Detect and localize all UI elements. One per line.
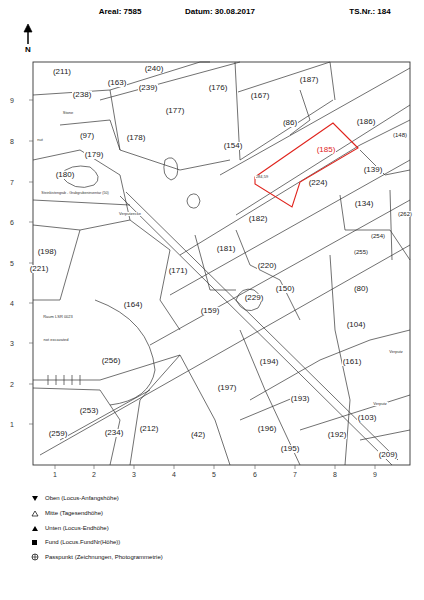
locus-number: (194)	[259, 358, 280, 366]
grid-number: 6	[253, 471, 257, 478]
grid-number: 8	[10, 138, 14, 145]
grid-number: 7	[10, 179, 14, 186]
grid-number: 5	[212, 471, 216, 478]
note: Verputzecke	[118, 212, 142, 216]
grid-number: 3	[132, 471, 136, 478]
locus-number: (176)	[208, 84, 229, 92]
locus-number: (134)	[354, 200, 375, 208]
grid-number: 9	[373, 471, 377, 478]
locus-number: (255)	[353, 249, 369, 255]
locus-number: (86)	[282, 119, 298, 127]
locus-number: (181)	[216, 245, 237, 253]
locus-number: (97)	[79, 132, 95, 140]
locus-number: (229)	[244, 294, 265, 302]
locus-number: (177)	[165, 107, 186, 115]
locus-number: (104)	[346, 321, 367, 329]
grid-number: 4	[10, 300, 14, 307]
locus-number: (192)	[327, 431, 348, 439]
note: Steinkistengrab - Grabgrubeninventar (50…	[40, 192, 109, 196]
locus-number: (148)	[392, 132, 408, 138]
locus-number: (42)	[190, 431, 206, 439]
locus-number: (161)	[342, 358, 363, 366]
grid-number: 9	[10, 97, 14, 104]
locus-number: (238)	[72, 91, 93, 99]
locus-number: (103)	[357, 414, 378, 422]
locus-number: (185)	[316, 146, 337, 154]
locus-number: (220)	[257, 262, 278, 270]
locus-number: (221)	[29, 265, 50, 273]
locus-number: (254)	[370, 233, 386, 239]
locus-number: (211)	[52, 68, 72, 76]
grid-number: 4	[172, 471, 176, 478]
grid-number: 1	[53, 471, 57, 478]
locus-number: (150)	[275, 285, 296, 293]
legend-text: Passpunkt (Zeichnungen, Photogrammetrie)	[45, 554, 163, 560]
note: Verputz	[372, 402, 388, 406]
locus-number: (195)	[280, 445, 301, 453]
grid-number: 5	[10, 260, 14, 267]
locus-number: (178)	[126, 134, 147, 142]
locus-number: (180)	[55, 171, 76, 179]
grid-number: 2	[10, 381, 14, 388]
grid-number: 7	[293, 471, 297, 478]
locus-number: (193)	[290, 395, 311, 403]
locus-number: (262)	[397, 211, 413, 217]
locus-number: (253)	[79, 407, 100, 415]
locus-number: (164)	[123, 301, 144, 309]
header: Areal: 7585	[99, 8, 142, 16]
legend-text: Unten (Locus-Endhöhe)	[45, 525, 109, 531]
elevation: 284,59	[255, 175, 269, 179]
grid-number: 2	[92, 471, 96, 478]
grid-number: 8	[333, 471, 337, 478]
locus-number: (187)	[299, 76, 320, 84]
locus-number: (239)	[138, 84, 159, 92]
legend-text: Fund (Locus.FundNr(Höhe))	[45, 539, 120, 545]
locus-number: (186)	[356, 118, 377, 126]
locus-number: (196)	[257, 425, 278, 433]
locus-number: (212)	[139, 425, 160, 433]
north-label: N	[25, 46, 31, 54]
locus-number: (179)	[84, 151, 105, 159]
locus-number: (182)	[248, 215, 269, 223]
grid-number: 3	[10, 340, 14, 347]
locus-number: (167)	[250, 92, 271, 100]
locus-number: (259)	[48, 430, 69, 438]
locus-number: (171)	[168, 267, 189, 275]
locus-number: (139)	[363, 166, 384, 174]
note: nut	[36, 138, 44, 142]
locus-number: (256)	[101, 357, 122, 365]
locus-number: (224)	[308, 179, 329, 187]
locus-number: (163)	[107, 79, 128, 87]
grid-number: 6	[10, 219, 14, 226]
locus-number: (234)	[104, 429, 125, 437]
locus-number: (209)	[378, 451, 399, 459]
locus-number: (240)	[144, 65, 165, 73]
locus-number: (197)	[217, 384, 238, 392]
note: not excavated	[43, 338, 70, 342]
header: TS.Nr.: 184	[349, 8, 390, 16]
locus-number: (80)	[353, 285, 369, 293]
grid-number: 1	[10, 421, 14, 428]
note: Stone	[62, 111, 74, 115]
legend-text: Mitte (Tagesendhöhe)	[45, 510, 103, 516]
locus-number: (198)	[37, 248, 58, 256]
header: Datum: 30.08.2017	[185, 8, 255, 16]
legend-text: Oben (Locus-Anfangshöhe)	[45, 495, 119, 501]
locus-number: (159)	[200, 307, 221, 315]
locus-number: (154)	[223, 142, 244, 150]
note: Raum LSR 0023	[42, 315, 74, 319]
note: Verputz	[388, 350, 404, 354]
